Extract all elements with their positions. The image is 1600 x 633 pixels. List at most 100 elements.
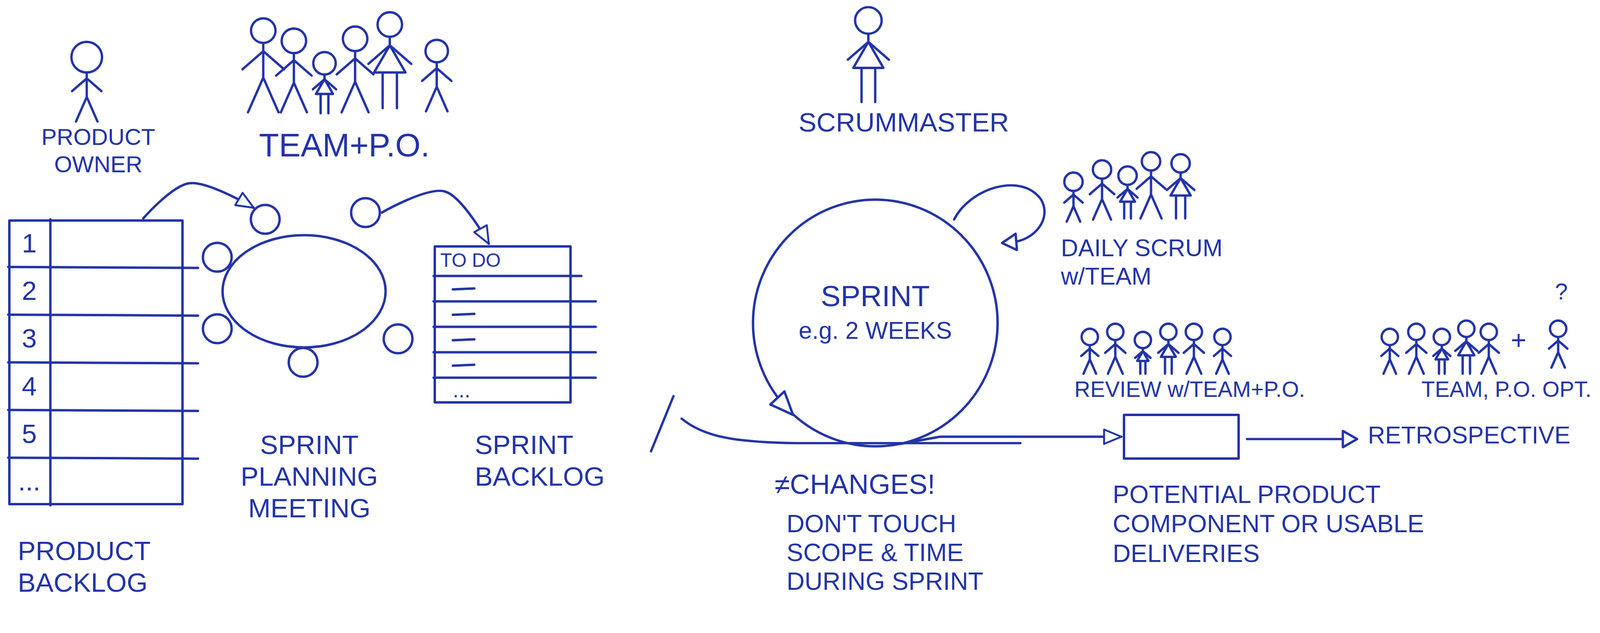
table-row-line [8, 362, 199, 364]
stick-figure [276, 28, 312, 113]
figure-head [71, 41, 103, 73]
figure-head [1550, 320, 1567, 337]
figure-body [1117, 184, 1138, 219]
tick-mark [650, 395, 674, 451]
stick-figure [1478, 323, 1499, 374]
task-dash [452, 313, 475, 315]
chair-circle [288, 347, 318, 377]
box-outline [1124, 414, 1239, 459]
stick-figure [1406, 323, 1427, 374]
flow-arrow [381, 190, 489, 244]
daily-loop [953, 185, 1045, 242]
sketch-layer [71, 7, 1568, 451]
figure-body [1455, 336, 1478, 374]
table-row-line [8, 314, 199, 316]
figure-head [1081, 328, 1098, 345]
note-label: TEAM+P.O. [258, 125, 430, 165]
stick-figure [242, 18, 285, 113]
figure-body [847, 33, 890, 103]
table-row-line [433, 325, 596, 329]
node-text: 1 [8, 227, 51, 259]
node-text: 4 [8, 370, 51, 402]
backlog-table: SPRINT BACKLOGTO DO... [433, 245, 572, 404]
chair-circle [202, 242, 232, 272]
stick-figure [1455, 320, 1478, 374]
note-label: RETROSPECTIVE [1367, 421, 1571, 450]
table-row-line [8, 409, 199, 411]
table-outline [222, 235, 386, 348]
node-text: ... [8, 465, 51, 497]
backlog-table: PRODUCT BACKLOG12345... [8, 219, 184, 506]
figure-body [1213, 344, 1232, 374]
node-text: SPRINT [779, 278, 972, 314]
figure-head [1064, 172, 1083, 191]
arrow-head [1342, 430, 1358, 448]
figure-body [1081, 344, 1099, 374]
figure-body [1406, 339, 1427, 374]
figure-body [242, 42, 285, 113]
chair-circle [250, 204, 280, 234]
figure-head [313, 52, 336, 75]
figure-head [1141, 152, 1161, 171]
stick-figure [1166, 153, 1195, 219]
node-text: 3 [8, 322, 51, 354]
note-label: DAILY SCRUM w/TEAM [1060, 234, 1263, 291]
note-label: TEAM, P.O. OPT. [1421, 376, 1592, 402]
note-label: ? [1554, 278, 1568, 306]
figure-body [276, 53, 312, 113]
note-label: DON'T TOUCH SCOPE & TIME DURING SPRINT [786, 509, 1027, 596]
stick-figure [71, 41, 103, 122]
figure-head [1433, 328, 1450, 345]
flow-arrow [143, 183, 254, 219]
figure-body [1549, 336, 1568, 368]
task-dash [452, 339, 475, 341]
figure-head [425, 39, 448, 63]
node-text: ... [452, 377, 549, 403]
stick-figure [1158, 323, 1179, 374]
figure-head [1480, 323, 1497, 340]
header-line [433, 274, 582, 278]
figure-head [1106, 323, 1124, 340]
task-dash [452, 364, 475, 366]
figure-head [1185, 323, 1202, 340]
stick-figure [1381, 328, 1399, 374]
node-text: TO DO [440, 248, 565, 272]
figure-head [1458, 320, 1475, 337]
figure-body [1166, 172, 1195, 219]
stick-figure [1136, 152, 1166, 219]
figure-body [1381, 344, 1399, 374]
figure-head [377, 12, 402, 37]
table-row-line [433, 351, 596, 354]
figure-head [281, 28, 306, 54]
meeting-table: SPRINT PLANNING MEETING [199, 193, 420, 378]
stick-figure [1183, 323, 1204, 374]
node-text: SPRINT PLANNING MEETING [218, 428, 401, 524]
figure-body [1433, 344, 1451, 374]
figure-head [1118, 166, 1137, 185]
stick-figure [1134, 331, 1152, 374]
sprint-cycle: SPRINTe.g. 2 WEEKS [750, 197, 1000, 448]
box-outline [435, 246, 571, 403]
stick-figure [1105, 323, 1126, 374]
retro-arrow [1247, 437, 1345, 440]
node-outline [199, 193, 420, 378]
stick-figure [1549, 320, 1568, 368]
node-text: POTENTIAL PRODUCT COMPONENT OR USABLE DE… [1112, 479, 1497, 568]
figure-head [855, 7, 882, 34]
stick-figure [1089, 160, 1115, 220]
stick-figure [1433, 328, 1451, 374]
cycle-arrow-head [770, 391, 793, 415]
chair-circle [383, 324, 413, 353]
figure-body [422, 62, 452, 112]
stick-figure [847, 7, 890, 103]
node-text: SPRINT BACKLOG [474, 428, 634, 493]
figure-body [368, 36, 412, 109]
stick-figure [368, 12, 412, 109]
figure-head [1134, 331, 1152, 348]
task-dash [452, 288, 475, 290]
note-label: REVIEW w/TEAM+P.O. [1074, 376, 1306, 402]
figure-head [1214, 328, 1231, 345]
node-outline [1122, 413, 1240, 460]
